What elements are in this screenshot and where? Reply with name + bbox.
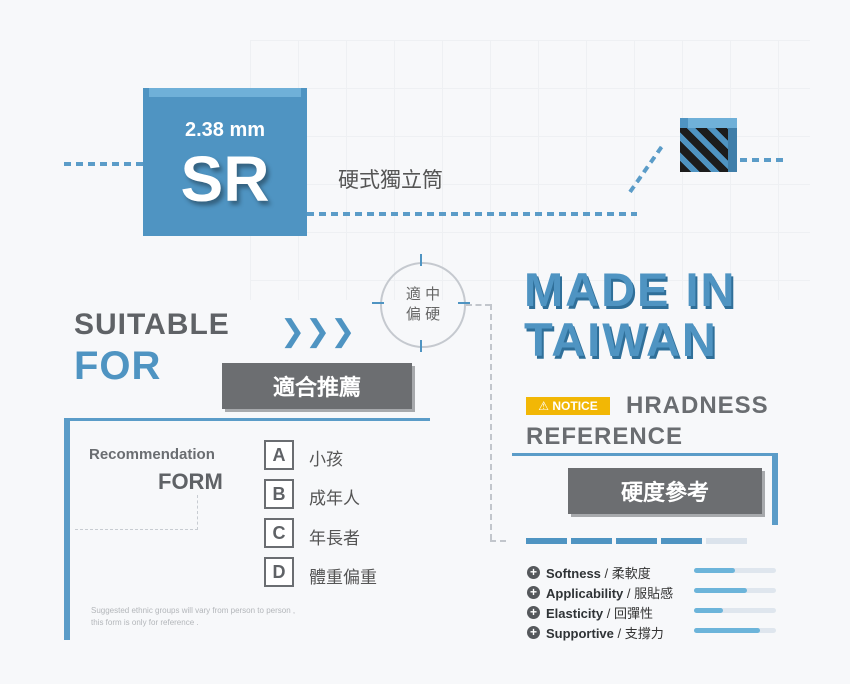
recommendation-title: Recommendation <box>89 446 215 463</box>
option-a-box: A <box>264 440 294 470</box>
form-title: FORM <box>158 469 223 494</box>
badge-line-1: 適 中 <box>405 286 441 303</box>
property-softness: + Softness / 柔軟度 <box>527 563 651 582</box>
option-d-label: 體重偏重 <box>309 568 377 587</box>
plus-icon: + <box>527 606 540 619</box>
taiwan-heading: TAIWAN <box>524 313 718 366</box>
crosshair-right <box>458 302 470 304</box>
property-elasticity-zh: 回彈性 <box>613 606 653 621</box>
hardness-scale-segment <box>571 538 612 544</box>
plus-icon: + <box>527 586 540 599</box>
elasticity-bar <box>694 608 776 613</box>
connector-line-bottom <box>307 212 637 216</box>
connector-line-right <box>740 158 788 162</box>
striped-cube-icon <box>680 118 737 172</box>
property-supportive-en: Supportive <box>546 626 614 641</box>
right-panel-border-top <box>512 453 778 456</box>
panel-border-left <box>64 418 70 640</box>
hardness-scale-segment <box>706 538 747 544</box>
chevrons-icon: ❯❯❯ <box>280 315 356 348</box>
spring-size: 2.38 mm <box>184 119 266 141</box>
recommend-label: 適合推薦 <box>222 363 412 409</box>
right-panel-border-right <box>772 453 778 525</box>
option-c-box: C <box>264 518 294 548</box>
badge-line-2: 偏 硬 <box>405 306 441 323</box>
supportive-bar <box>694 628 776 633</box>
suitable-heading: SUITABLE <box>74 308 230 341</box>
reference-heading: REFERENCE <box>526 423 684 450</box>
applicability-bar <box>694 588 776 593</box>
dotted-guide <box>75 495 198 530</box>
property-supportive: + Supportive / 支撐力 <box>527 623 664 642</box>
property-elasticity-en: Elasticity <box>546 606 604 621</box>
product-type: 硬式獨立筒 <box>338 169 443 192</box>
firmness-badge: 適 中 偏 硬 <box>380 262 466 348</box>
connector-line-left <box>64 162 144 166</box>
plus-icon: + <box>527 626 540 639</box>
crosshair-top <box>420 254 422 266</box>
dashed-link-bottom <box>490 540 506 542</box>
property-applicability-en: Applicability <box>546 586 624 601</box>
plus-icon: + <box>527 566 540 579</box>
made-in-heading: MADE IN <box>524 263 737 316</box>
property-softness-zh: 柔軟度 <box>611 566 651 581</box>
for-heading: FOR <box>74 344 162 388</box>
option-c-label: 年長者 <box>309 529 360 548</box>
softness-bar <box>694 568 776 573</box>
option-d-box: D <box>264 557 294 587</box>
option-b-label: 成年人 <box>309 489 360 508</box>
hardness-scale-segment <box>616 538 657 544</box>
note-line-2: this form is only for reference . <box>91 618 199 627</box>
product-cube: 2.38 mm SR <box>143 88 307 236</box>
option-a-label: 小孩 <box>309 450 343 469</box>
property-applicability: + Applicability / 服貼感 <box>527 583 673 602</box>
hardness-label: 硬度參考 <box>568 468 762 514</box>
crosshair-left <box>372 302 384 304</box>
property-softness-en: Softness <box>546 566 601 581</box>
hardness-scale-segment <box>661 538 702 544</box>
dashed-link-vertical <box>490 304 493 540</box>
notice-badge: ⚠ NOTICE <box>526 397 610 415</box>
hardness-heading: HRADNESS <box>626 392 769 419</box>
panel-border-top <box>64 418 430 421</box>
property-supportive-zh: 支撐力 <box>624 626 664 641</box>
crosshair-bottom <box>420 340 422 352</box>
property-elasticity: + Elasticity / 回彈性 <box>527 603 653 622</box>
dashed-link-top <box>466 304 491 306</box>
option-b-box: B <box>264 479 294 509</box>
hardness-scale-segment <box>526 538 567 544</box>
product-code: SR <box>180 143 270 215</box>
note-line-1: Suggested ethnic groups will vary from p… <box>91 606 296 615</box>
property-applicability-zh: 服貼感 <box>634 586 674 601</box>
